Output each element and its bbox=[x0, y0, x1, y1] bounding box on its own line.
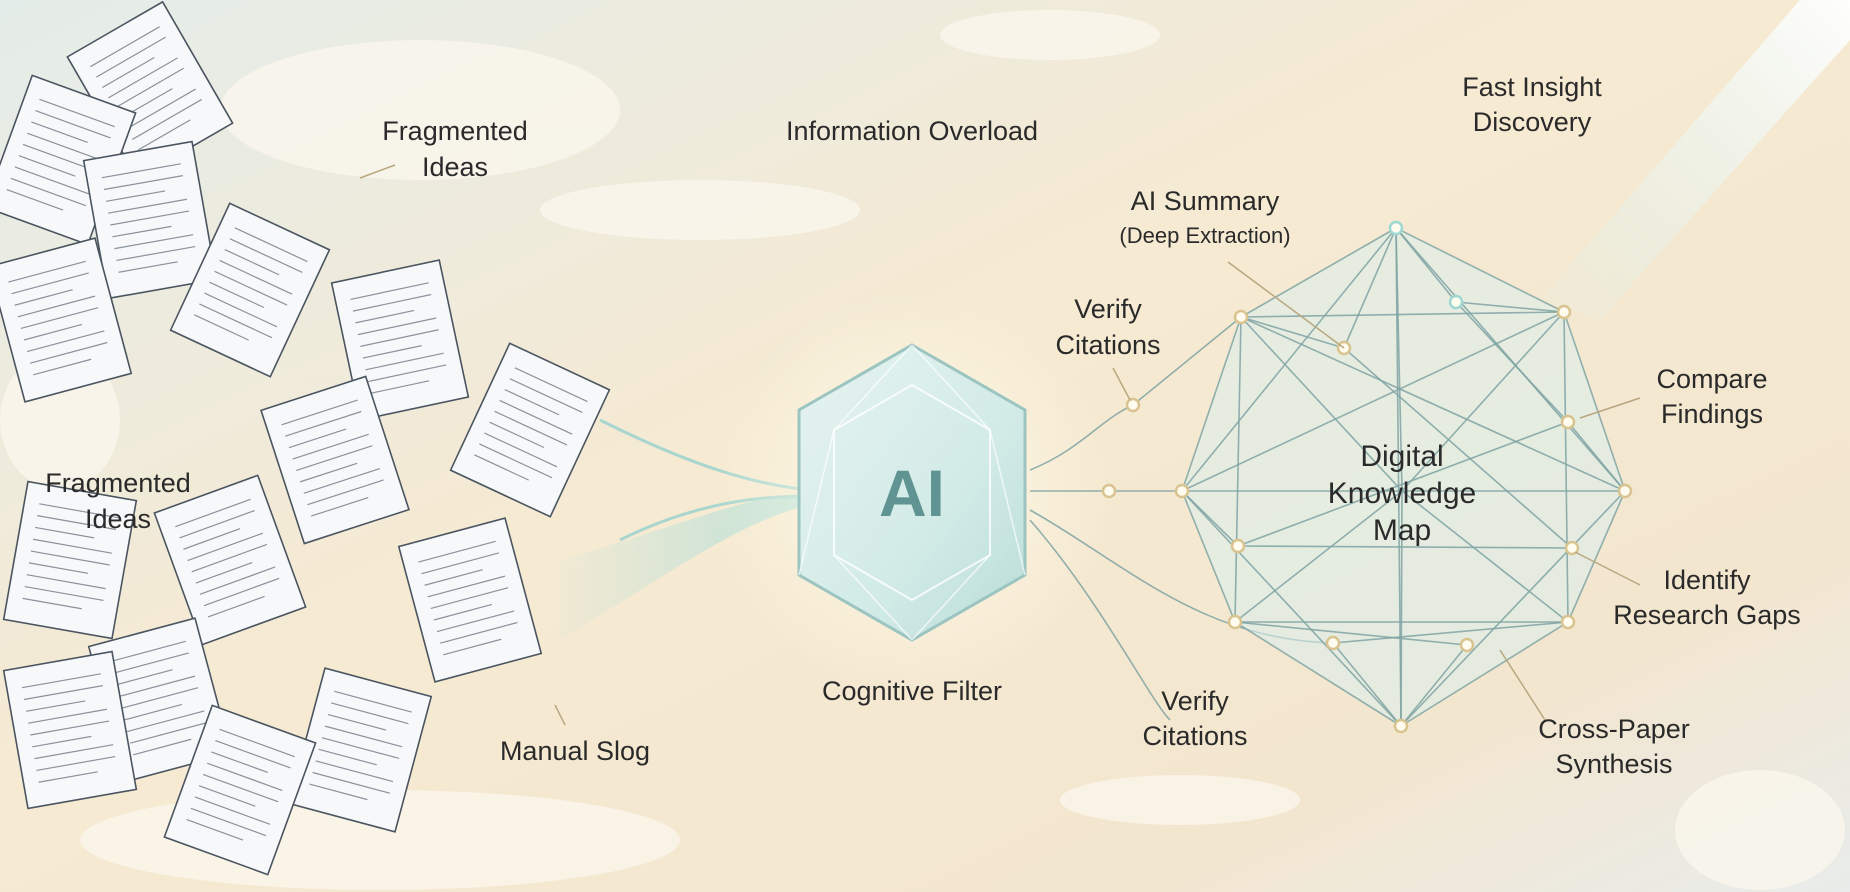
map-edge bbox=[1240, 316, 1403, 492]
map-edge bbox=[1234, 621, 1402, 727]
map-edge bbox=[1563, 311, 1626, 492]
map-edge bbox=[1181, 490, 1236, 623]
map-node bbox=[1230, 538, 1246, 554]
map-node bbox=[1560, 614, 1576, 630]
map-edge bbox=[1181, 490, 1402, 727]
map-edge bbox=[1455, 301, 1565, 313]
map-edge bbox=[1567, 421, 1626, 492]
map-edge bbox=[1240, 311, 1565, 318]
map-node bbox=[1233, 309, 1249, 325]
paper-sheet bbox=[287, 667, 433, 833]
map-edge bbox=[1237, 421, 1569, 547]
paper-sheet bbox=[0, 237, 133, 403]
map-edge bbox=[1395, 227, 1565, 313]
insight-beam bbox=[1540, 0, 1850, 320]
map-node bbox=[1564, 540, 1580, 556]
paper-sheet bbox=[397, 517, 543, 683]
label-manual-slog: Manual Slog bbox=[500, 736, 650, 766]
map-edge bbox=[1401, 311, 1565, 492]
map-node bbox=[1556, 304, 1572, 320]
map-edge bbox=[1240, 316, 1626, 492]
map-edge bbox=[1234, 490, 1403, 623]
ai-gem: AI bbox=[712, 292, 1112, 692]
paper-sheet bbox=[449, 342, 611, 518]
map-node bbox=[1560, 414, 1576, 430]
digital-knowledge-map bbox=[1101, 220, 1633, 734]
map-edge bbox=[1400, 621, 1569, 727]
map-edge bbox=[1563, 311, 1569, 623]
map-edge bbox=[1240, 316, 1345, 349]
map-node bbox=[1388, 220, 1404, 236]
title-information-overload: Information Overload bbox=[786, 116, 1038, 146]
paper-sheet bbox=[2, 480, 138, 640]
paper-sheet bbox=[163, 704, 317, 876]
map-node bbox=[1459, 637, 1475, 653]
map-edge bbox=[1401, 490, 1569, 623]
map-fill bbox=[1182, 228, 1625, 726]
map-edge bbox=[1234, 316, 1242, 623]
map-edge bbox=[1237, 545, 1573, 549]
paper-sheet bbox=[169, 202, 331, 378]
ai-label: AI bbox=[879, 456, 945, 530]
map-edge bbox=[1395, 227, 1402, 727]
map-edge bbox=[1181, 490, 1239, 547]
map-edge bbox=[1343, 347, 1573, 549]
map-edge bbox=[1400, 644, 1468, 727]
label-ai-summary: AI Summary(Deep Extraction) bbox=[1119, 186, 1290, 248]
map-edge bbox=[1332, 621, 1569, 644]
label-cognitive-filter: Cognitive Filter bbox=[822, 676, 1002, 706]
paper-sheet bbox=[2, 650, 138, 810]
map-edge bbox=[1395, 227, 1457, 303]
paper-sheet bbox=[82, 140, 218, 300]
map-edge bbox=[1400, 490, 1626, 727]
map-node bbox=[1325, 635, 1341, 651]
map-node bbox=[1393, 718, 1409, 734]
map-edge bbox=[1181, 316, 1242, 492]
map-edge bbox=[1455, 301, 1569, 423]
map-edge bbox=[1234, 621, 1468, 646]
map-edge bbox=[1240, 227, 1397, 318]
map-edge bbox=[1567, 490, 1626, 623]
map-edge bbox=[1181, 227, 1397, 492]
leader-lines bbox=[359, 164, 1641, 726]
map-node bbox=[1448, 294, 1464, 310]
map-edge bbox=[1343, 227, 1397, 349]
map-node bbox=[1227, 614, 1243, 630]
paper-sheet bbox=[260, 375, 410, 545]
map-node bbox=[1617, 483, 1633, 499]
map-node bbox=[1101, 483, 1117, 499]
map-edge bbox=[1181, 311, 1565, 492]
scattered-papers bbox=[0, 0, 611, 876]
map-edge bbox=[1332, 642, 1402, 727]
map-node bbox=[1125, 397, 1141, 413]
paper-sheet bbox=[153, 474, 307, 646]
map-node bbox=[1174, 483, 1190, 499]
